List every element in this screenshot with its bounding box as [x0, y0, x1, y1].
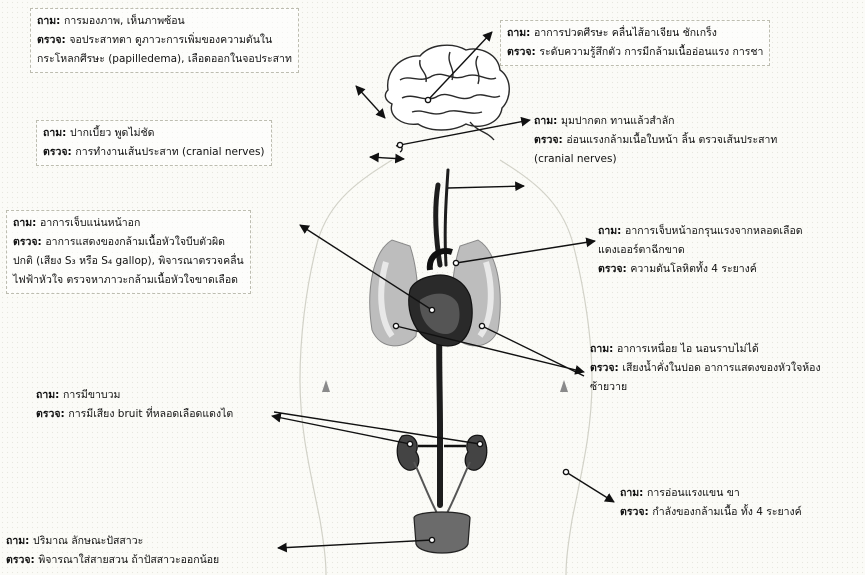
- brain: [385, 45, 509, 140]
- question-text: อาการเหนื่อย ไอ นอนราบไม่ได้: [617, 343, 759, 355]
- exam-text-cont: (cranial nerves): [534, 153, 617, 165]
- exam-text-cont: ไฟฟ้าหัวใจ ตรวจหาภาวะกล้ามเนื้อหัวใจขาดเ…: [13, 274, 238, 286]
- callout-face: ถาม: มุมปากตก ทานแล้วสำลัก ตรวจ: อ่อนแรง…: [534, 112, 777, 169]
- question-label: ถาม:: [590, 343, 613, 355]
- question-label: ถาม:: [620, 487, 643, 499]
- exam-text: การทำงานเส้นประสาท (cranial nerves): [75, 146, 264, 158]
- exam-text-cont: ปกติ (เสียง S₃ หรือ S₄ gallop), พิจารณาต…: [13, 255, 244, 267]
- question-label: ถาม:: [598, 225, 621, 237]
- exam-label: ตรวจ:: [534, 134, 563, 146]
- exam-text: ความดันโลหิตทั้ง 4 ระยางค์: [630, 263, 756, 275]
- exam-text: ระดับความรู้สึกตัว การมีกล้ามเนื้ออ่อนแร…: [539, 46, 763, 58]
- callout-urine: ถาม: ปริมาณ ลักษณะปัสสาวะ ตรวจ: พิจารณาใ…: [6, 532, 219, 570]
- question-label: ถาม:: [6, 535, 29, 547]
- callout-mouth: ถาม: ปากเบี้ยว พูดไม่ชัด ตรวจ: การทำงานเ…: [36, 120, 272, 166]
- callout-limbs: ถาม: การอ่อนแรงแขน ขา ตรวจ: กำลังของกล้า…: [620, 484, 802, 522]
- exam-label: ตรวจ:: [598, 263, 627, 275]
- question-label: ถาม:: [13, 217, 36, 229]
- exam-label: ตรวจ:: [13, 236, 42, 248]
- question-text: การมองภาพ, เห็นภาพซ้อน: [64, 15, 185, 27]
- exam-label: ตรวจ:: [6, 554, 35, 566]
- callout-chest: ถาม: อาการเจ็บแน่นหน้าอก ตรวจ: อาการแสดง…: [6, 210, 251, 294]
- question-label: ถาม:: [507, 27, 530, 39]
- exam-label: ตรวจ:: [507, 46, 536, 58]
- question-text: ปริมาณ ลักษณะปัสสาวะ: [33, 535, 143, 547]
- limb-marks: [322, 380, 568, 392]
- question-label: ถาม:: [36, 389, 59, 401]
- exam-text: จอประสาทตา ดูภาวะการเพิ่มของความดันใน: [69, 34, 272, 46]
- callout-lungs: ถาม: อาการเหนื่อย ไอ นอนราบไม่ได้ ตรวจ: …: [590, 340, 821, 397]
- exam-label: ตรวจ:: [620, 506, 649, 518]
- bladder: [414, 512, 470, 553]
- exam-label: ตรวจ:: [590, 362, 619, 374]
- callout-headache: ถาม: อาการปวดศีรษะ คลื่นไส้อาเจียน ชักเก…: [500, 20, 770, 66]
- exam-label: ตรวจ:: [37, 34, 66, 46]
- exam-text: อ่อนแรงกล้ามเนื้อใบหน้า ลิ้น ตรวจเส้นประ…: [566, 134, 777, 146]
- exam-text: เสียงน้ำคั่งในปอด อาการแสดงของหัวใจห้อง: [622, 362, 820, 374]
- question-text: อาการเจ็บแน่นหน้าอก: [40, 217, 140, 229]
- callout-kidney: ถาม: การมีขาบวม ตรวจ: การมีเสียง bruit ท…: [36, 386, 233, 424]
- exam-text: พิจารณาใส่สายสวน ถ้าปัสสาวะออกน้อย: [38, 554, 219, 566]
- question-text: การอ่อนแรงแขน ขา: [647, 487, 740, 499]
- question-label: ถาม:: [534, 115, 557, 127]
- exam-label: ตรวจ:: [36, 408, 65, 420]
- question-text: อาการปวดศีรษะ คลื่นไส้อาเจียน ชักเกร็ง: [534, 27, 717, 39]
- callout-aorta: ถาม: อาการเจ็บหน้าอกรุนแรงจากหลอดเลือด แ…: [598, 222, 803, 279]
- exam-text: การมีเสียง bruit ที่หลอดเลือดแดงไต: [68, 408, 233, 420]
- exam-text: กำลังของกล้ามเนื้อ ทั้ง 4 ระยางค์: [652, 506, 801, 518]
- question-text-cont: แดงเออร์ตาฉีกขาด: [598, 244, 685, 256]
- exam-text: อาการแสดงของกล้ามเนื้อหัวใจบีบตัวผิด: [45, 236, 225, 248]
- question-label: ถาม:: [43, 127, 66, 139]
- question-text: การมีขาบวม: [63, 389, 120, 401]
- exam-text-cont: ซ้ายวาย: [590, 381, 627, 393]
- question-text: ปากเบี้ยว พูดไม่ชัด: [70, 127, 154, 139]
- exam-text-cont: กระโหลกศีรษะ (papilledema), เลือดออกในจอ…: [37, 53, 292, 65]
- exam-label: ตรวจ:: [43, 146, 72, 158]
- question-text: อาการเจ็บหน้าอกรุนแรงจากหลอดเลือด: [625, 225, 803, 237]
- question-text: มุมปากตก ทานแล้วสำลัก: [561, 115, 674, 127]
- callout-eyes: ถาม: การมองภาพ, เห็นภาพซ้อน ตรวจ: จอประส…: [30, 8, 299, 73]
- question-label: ถาม:: [37, 15, 60, 27]
